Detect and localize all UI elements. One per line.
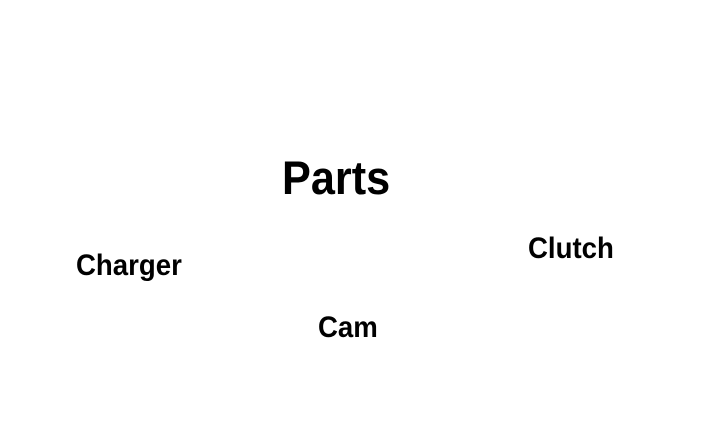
wordcloud-word-cam: Cam [318,311,378,344]
wordcloud-word-parts: Parts [282,151,391,204]
wordcloud-word-charger: Charger [76,249,182,282]
wordcloud-word-clutch: Clutch [528,232,614,265]
